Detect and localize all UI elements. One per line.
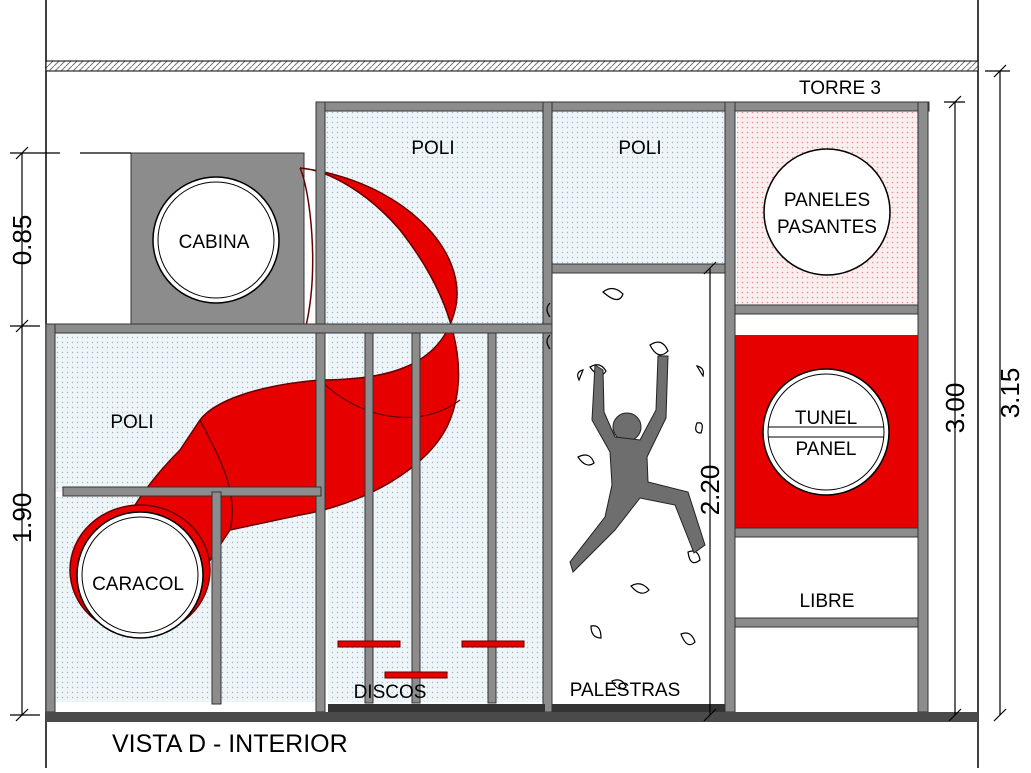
dimension-300: 3.00: [940, 383, 970, 434]
tower-label: TORRE 3: [799, 78, 881, 99]
caracol-label: CARACOL: [92, 574, 184, 595]
ceiling-slab: [45, 60, 979, 72]
panel-label: PANEL: [796, 439, 857, 460]
discos-floor: [328, 704, 545, 712]
libre-label: LIBRE: [800, 591, 855, 612]
paneles-label-line1: PANELES: [784, 190, 870, 211]
dimension-190: 1.90: [7, 493, 37, 544]
poli-label-top-right: POLI: [618, 138, 661, 159]
palestras-label: PALESTRAS: [570, 680, 681, 701]
cabina-circle: [152, 176, 280, 304]
poli-panel-top-right: [552, 110, 725, 267]
climber-figure: [569, 355, 706, 573]
dimension-315: 3.15: [995, 368, 1025, 419]
tunel-circle: [762, 368, 890, 496]
dimension-085: 0.85: [7, 215, 37, 266]
paneles-circle: [763, 148, 891, 276]
dimension-220: 2.20: [695, 465, 725, 516]
poli-panel-top-left: [325, 110, 545, 325]
tunel-label: TUNEL: [795, 408, 857, 429]
view-title: VISTA D - INTERIOR: [112, 730, 348, 758]
discos-bars: [337, 640, 525, 679]
floor-slab: [46, 712, 978, 722]
dimension-lines: [10, 64, 1010, 722]
poli-label-left: POLI: [110, 412, 153, 433]
cabina-label: CABINA: [179, 232, 250, 253]
paneles-label-line2: PASANTES: [777, 217, 877, 238]
poli-label-top-left: POLI: [411, 138, 454, 159]
structure-frame: [45, 101, 930, 713]
caracol-circle: [76, 511, 204, 639]
discos-label: DISCOS: [354, 682, 427, 703]
palestras-floor: [552, 704, 725, 712]
poli-panel-lower-mid: [220, 497, 320, 702]
